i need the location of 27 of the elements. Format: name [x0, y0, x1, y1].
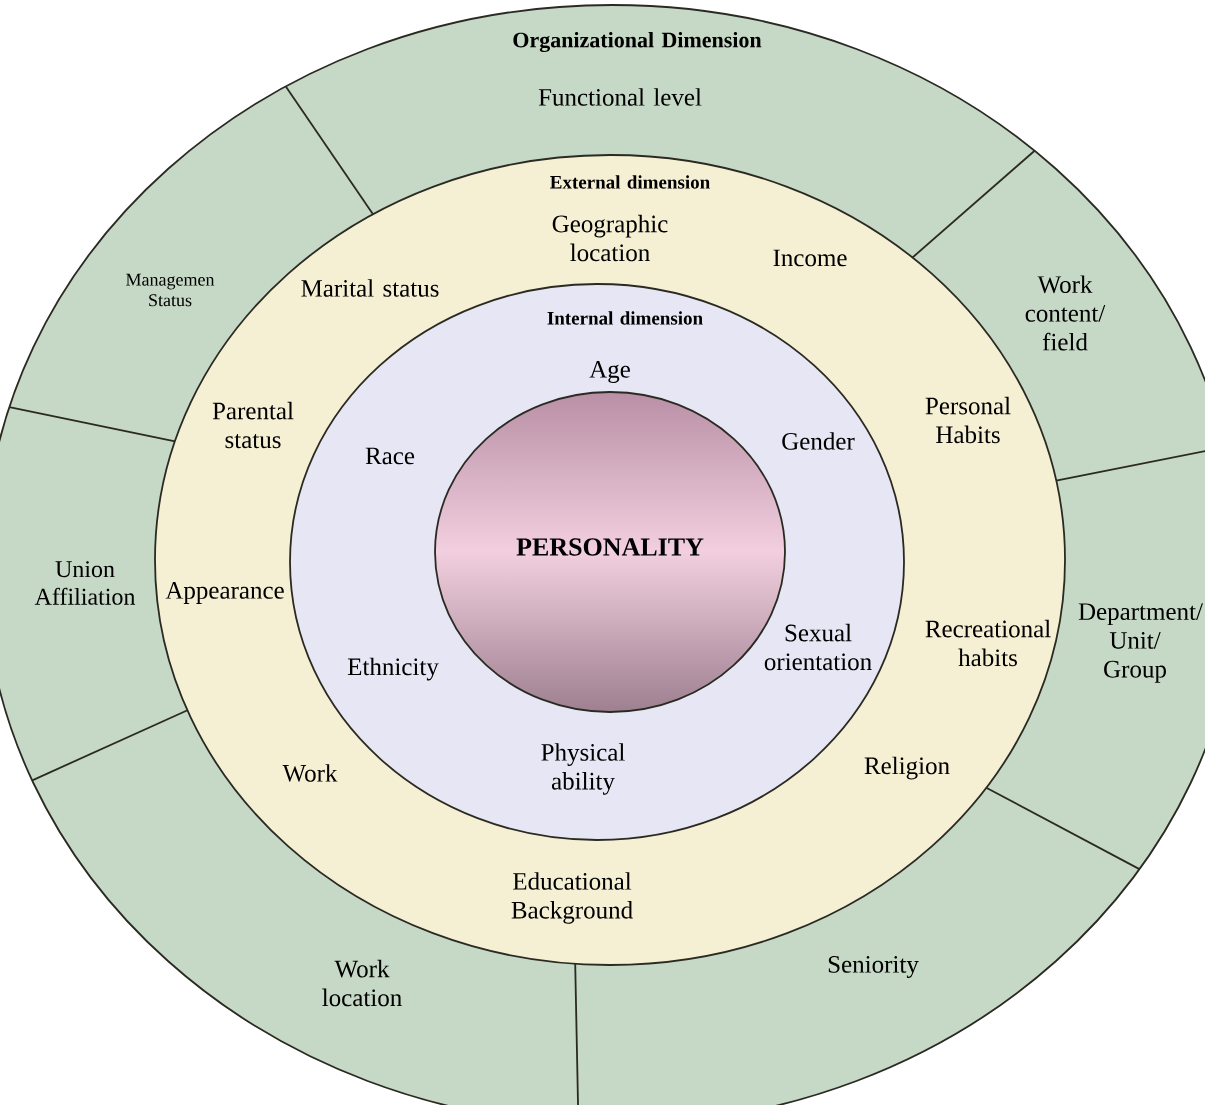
dimension-label: Race [365, 447, 415, 465]
dimension-label: Appearance [165, 582, 284, 604]
dimension-label: Sexual orientation [764, 623, 872, 671]
dimension-label: Personal Habits [925, 396, 1011, 444]
dimension-label: Religion [864, 756, 950, 780]
dimension-label: Parental status [212, 401, 294, 449]
dimension-label: Age [589, 361, 630, 383]
dimension-label: Work location [322, 959, 402, 1007]
dimension-label: Marital status [301, 279, 439, 297]
dimension-label: Educational Background [511, 872, 633, 924]
dimension-label: Functional level [538, 88, 702, 106]
dimension-label: Work content/ field [1025, 275, 1106, 351]
dimension-label: Income [773, 249, 847, 267]
dimension-label: Work [282, 764, 338, 782]
dimension-label: Union Affiliation [34, 561, 136, 605]
dimension-label: Physical ability [541, 743, 625, 795]
dimension-label: Managemen Status [126, 273, 215, 307]
dimension-label: Ethnicity [347, 657, 439, 681]
dimension-label: Recreational habits [925, 619, 1051, 667]
ring-heading: Organizational Dimension [513, 31, 762, 53]
dimension-label: PERSONALITY [516, 538, 704, 556]
ring-heading: Internal dimension [547, 311, 703, 325]
dimension-label: Geographic location [552, 214, 668, 262]
dimension-label: Seniority [828, 956, 919, 978]
ring-heading: External dimension [550, 175, 710, 189]
dimension-label: Gender [782, 432, 855, 450]
dimension-label: Department/ Unit/ Group [1078, 603, 1203, 683]
